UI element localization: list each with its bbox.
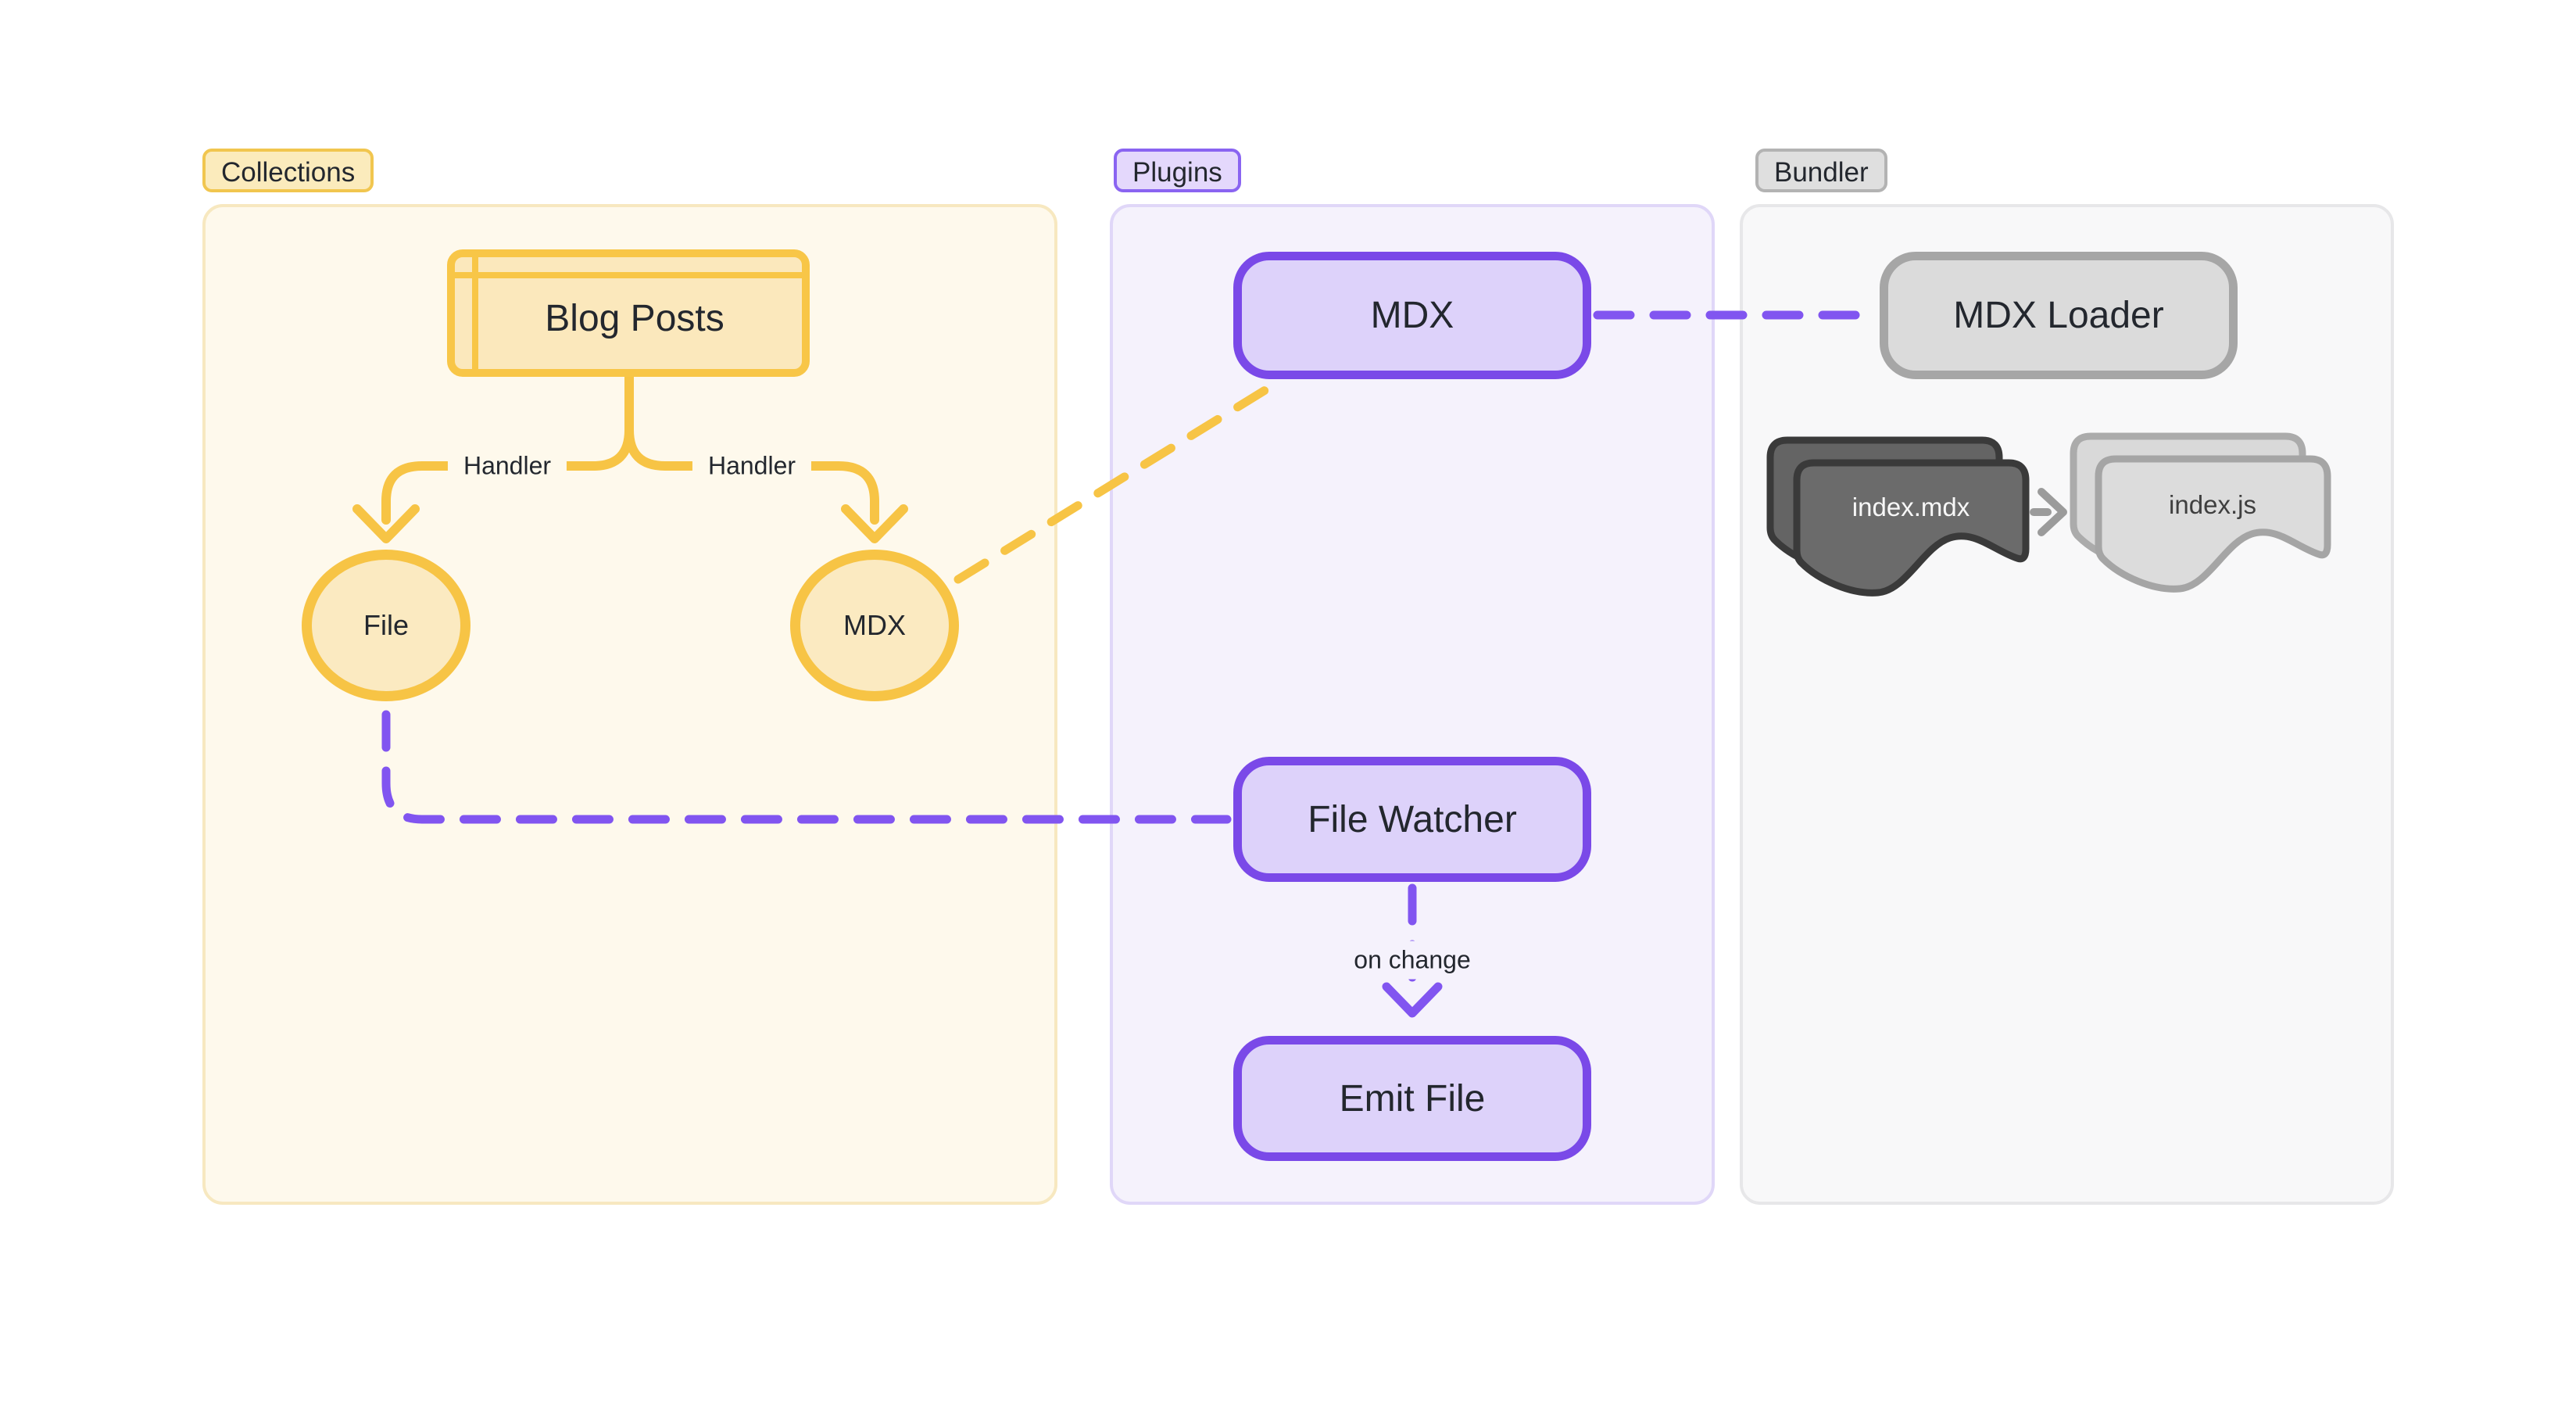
file-to-file-watcher-edge xyxy=(381,710,1232,824)
emit-file-node: Emit File xyxy=(1233,1036,1591,1161)
blog-posts-node: Blog Posts xyxy=(447,249,810,377)
mdx-collection-node: MDX xyxy=(790,550,959,701)
on-change-edge-label: on change xyxy=(1338,941,1487,980)
blog-posts-header-divider xyxy=(455,272,802,278)
index-js-doc-stack-icon xyxy=(2070,432,2331,593)
mdx-collection-label: MDX xyxy=(843,609,906,641)
plugins-section-label: Plugins xyxy=(1114,149,1241,192)
file-node-label: File xyxy=(363,609,409,641)
mdx-collection-to-mdx-plugin-edge xyxy=(953,384,1272,584)
emit-file-label: Emit File xyxy=(1339,1077,1486,1120)
handler-left-arrowhead-icon xyxy=(352,504,420,543)
bundler-section-label: Bundler xyxy=(1755,149,1887,192)
mdx-loader-label: MDX Loader xyxy=(1953,295,2164,336)
mdx-plugin-node: MDX xyxy=(1233,252,1591,379)
handler-left-edge xyxy=(381,425,634,525)
handler-left-edge-label: Handler xyxy=(447,446,567,486)
handler-right-arrowhead-icon xyxy=(841,504,908,543)
collections-section-label: Collections xyxy=(202,149,374,192)
on-change-arrowhead-icon xyxy=(1382,982,1443,1018)
index-js-label: index.js xyxy=(2169,490,2256,519)
blog-posts-label: Blog Posts xyxy=(545,298,724,339)
index-mdx-doc-stack-icon xyxy=(1766,436,2030,597)
mdx-plugin-label: MDX xyxy=(1370,295,1454,336)
file-watcher-node: File Watcher xyxy=(1233,757,1591,882)
file-watcher-label: File Watcher xyxy=(1308,798,1517,840)
mdx-loader-node: MDX Loader xyxy=(1880,252,2238,379)
file-node: File xyxy=(302,550,470,701)
handler-right-edge-label: Handler xyxy=(692,446,812,486)
index-mdx-label: index.mdx xyxy=(1852,493,1970,521)
blog-posts-side-divider xyxy=(472,257,478,369)
transform-arrow-icon xyxy=(2030,488,2067,536)
handler-right-edge xyxy=(624,425,879,525)
